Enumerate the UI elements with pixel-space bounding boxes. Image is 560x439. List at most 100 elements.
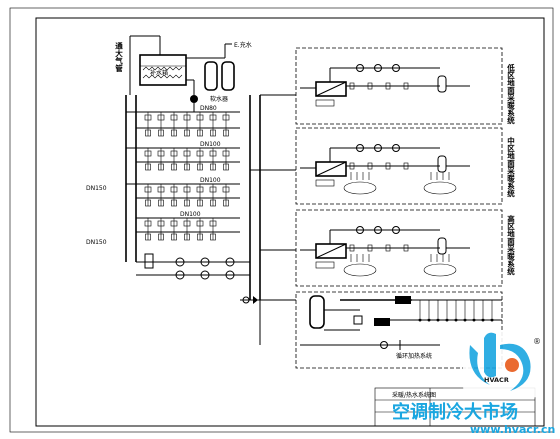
zone-valve-icon [403, 162, 409, 170]
vent-label: 通大气管 [114, 41, 123, 74]
valve-icon [158, 199, 164, 207]
watermark-text: 空调制冷大市场 [392, 402, 518, 423]
valve-icon [158, 163, 164, 171]
main-pump-1-icon [175, 257, 185, 267]
valve-icon [222, 186, 230, 193]
valve-icon [210, 129, 216, 137]
expansion-tank-icon [437, 237, 447, 255]
title-block-title: 采暖/热水系统图 [392, 391, 436, 399]
zone4-pump-icon [380, 341, 388, 349]
softener-label: 软水器 [210, 95, 228, 103]
zone1-title: 低区地面采暖系统 [506, 63, 515, 126]
title-block: 采暖/热水系统图 [374, 387, 536, 427]
valve-icon [210, 163, 216, 171]
main-pump-5-icon [200, 270, 210, 280]
heating-loop-icon [343, 181, 377, 195]
zone-pump-icon [356, 64, 364, 72]
heat-exchanger-icon [315, 81, 347, 97]
drop-nozzle-icon [481, 318, 485, 322]
valve-icon [197, 163, 203, 171]
valve-icon [171, 233, 177, 241]
watermark-logo-text: HVACR [484, 376, 509, 384]
drop-nozzle-icon [454, 318, 458, 322]
valve-icon [170, 150, 178, 157]
zone-pump-icon [392, 226, 400, 234]
valve-icon [145, 163, 151, 171]
heater-vessel [309, 295, 325, 329]
valve-icon [145, 233, 151, 241]
valve-icon [157, 186, 165, 193]
zone4-heater-element-2 [395, 296, 411, 304]
valve-icon [144, 186, 152, 193]
expansion-tank-icon [437, 75, 447, 93]
tank-group: 补水箱 通大气管 E.充水 软水器 [114, 35, 252, 112]
zone-pump-icon [392, 64, 400, 72]
drop-nozzle-icon [445, 318, 449, 322]
zone-valve-icon [349, 82, 355, 90]
zone-valve-icon [403, 82, 409, 90]
zone-valve-icon [367, 162, 373, 170]
valve-icon [209, 220, 217, 227]
drop-nozzle-icon [490, 318, 494, 322]
zone3-box [295, 209, 503, 287]
zone-valve-icon [403, 244, 409, 252]
drop-nozzle-icon [472, 318, 476, 322]
inner-frame [35, 17, 545, 427]
zone-valve-icon [367, 82, 373, 90]
zone-pump-icon [374, 226, 382, 234]
zone-pump-icon [374, 64, 382, 72]
softener-column-b [221, 61, 235, 91]
pipe-size-c: DN100 [180, 211, 201, 218]
valve-icon [210, 199, 216, 207]
valve-icon [196, 220, 204, 227]
heating-loop-icon [423, 263, 457, 277]
valve-icon [157, 114, 165, 121]
valve-icon [183, 114, 191, 121]
manifold-group: DN80 DN100 DN100 DN100 DN150 DN150 [86, 95, 240, 262]
valve-icon [196, 114, 204, 121]
valve-icon [209, 186, 217, 193]
title-block-frame [374, 387, 536, 427]
pipe-size-left: DN150 [86, 185, 107, 192]
main-pump-row [136, 253, 250, 280]
drop-nozzle-icon [427, 318, 431, 322]
valve-icon [171, 163, 177, 171]
heat-exchanger-diagonal [315, 243, 347, 259]
zone4-heater-element [374, 318, 390, 326]
makeup-tank [139, 54, 187, 86]
main-pump-3-icon [225, 257, 235, 267]
valve-icon [222, 114, 230, 121]
valve-icon [223, 129, 229, 137]
heating-loop-icon [343, 263, 377, 277]
zone2-title: 中区地面采暖系统 [506, 136, 515, 199]
main-pump-6-icon [225, 270, 235, 280]
zone1-box [295, 47, 503, 125]
zone-valve-icon [349, 244, 355, 252]
valve-icon [183, 150, 191, 157]
zone-pump-icon [392, 144, 400, 152]
zone2-box [295, 127, 503, 205]
bypass-valve-icon [315, 99, 335, 107]
heat-exchanger-icon [315, 161, 347, 177]
valve-icon [170, 114, 178, 121]
valve-icon [144, 220, 152, 227]
svg-text:®: ® [533, 337, 541, 346]
zone-valve-icon [385, 244, 391, 252]
bypass-valve-icon [315, 261, 335, 269]
zone-details [300, 64, 470, 277]
drop-nozzle-icon [418, 318, 422, 322]
zone-pump-icon [374, 144, 382, 152]
valve-icon [171, 129, 177, 137]
drop-nozzle-icon [463, 318, 467, 322]
valve-icon [209, 150, 217, 157]
valve-icon [197, 199, 203, 207]
filter-icon [144, 253, 154, 269]
valve-icon [196, 150, 204, 157]
valve-icon [144, 114, 152, 121]
valve-icon [183, 186, 191, 193]
bypass-valve-icon [315, 179, 335, 187]
heat-exchanger-diagonal [315, 81, 347, 97]
valve-icon [184, 129, 190, 137]
valve-icon [196, 186, 204, 193]
